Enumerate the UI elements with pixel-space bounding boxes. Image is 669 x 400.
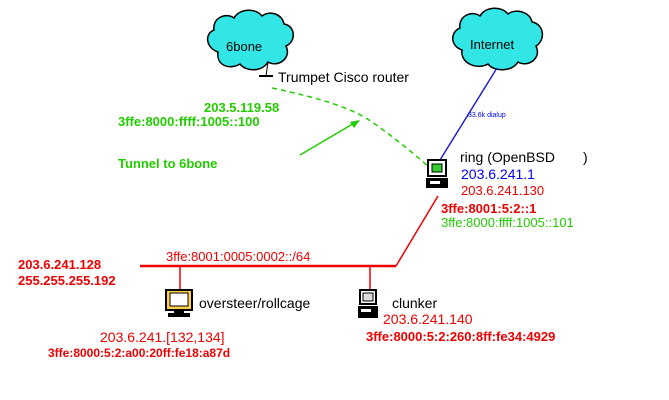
ring-name: ring (OpenBSD)	[460, 150, 588, 164]
lan-prefix: 3ffe:8001:0005:0002::/64	[166, 249, 311, 264]
ring-int-ipv6: 3ffe:8001:5:2::1	[441, 201, 537, 216]
cloud-internet-label: Internet	[470, 37, 515, 52]
cloud-6bone-label: 6bone	[226, 39, 263, 54]
oversteer-ip: 203.6.241.[132,134]	[100, 329, 225, 345]
cloud-6bone	[206, 9, 294, 71]
uplink-label: 33.6k dialup	[468, 112, 506, 119]
ring-tunnel-ipv6: 3ffe:8000:ffff:1005::101	[441, 215, 574, 230]
ring-name-close: )	[582, 149, 588, 165]
ring-ext-ip: 203.6.241.1	[461, 166, 535, 182]
oversteer-ipv6: 3ffe:8000:5:2:a00:20ff:fe18:a87d	[48, 346, 231, 360]
oversteer-host	[165, 289, 193, 317]
ring-host	[426, 159, 448, 188]
tunnel-line	[271, 87, 431, 169]
router-ipv4: 203.5.119.58	[204, 100, 280, 115]
workstation-icon	[426, 159, 448, 188]
router-name: Trumpet Cisco router	[278, 69, 409, 85]
clunker-host	[358, 289, 378, 318]
tunnel-arrow	[299, 120, 360, 156]
cloud-icon	[206, 9, 294, 71]
uplink-line	[439, 67, 498, 161]
ring-link	[395, 195, 439, 267]
clunker-name: clunker	[392, 295, 438, 311]
oversteer-name: oversteer/rollcage	[199, 295, 311, 311]
ring-name-text: ring (OpenBSD	[460, 149, 555, 165]
monitor-icon	[165, 289, 193, 317]
ring-int-ip: 203.6.241.130	[461, 183, 545, 198]
clunker-ipv6: 3ffe:8000:5:2:260:8ff:fe34:4929	[366, 329, 556, 344]
lan-netmask: 255.255.255.192	[18, 273, 116, 288]
router-link	[265, 61, 269, 77]
lan-network: 203.6.241.128	[18, 257, 102, 272]
clunker-ip: 203.6.241.140	[383, 311, 473, 327]
router-ipv6: 3ffe:8000:ffff:1005::100	[118, 114, 260, 129]
tunnel-label: Tunnel to 6bone	[118, 156, 218, 171]
workstation-icon	[358, 289, 378, 318]
